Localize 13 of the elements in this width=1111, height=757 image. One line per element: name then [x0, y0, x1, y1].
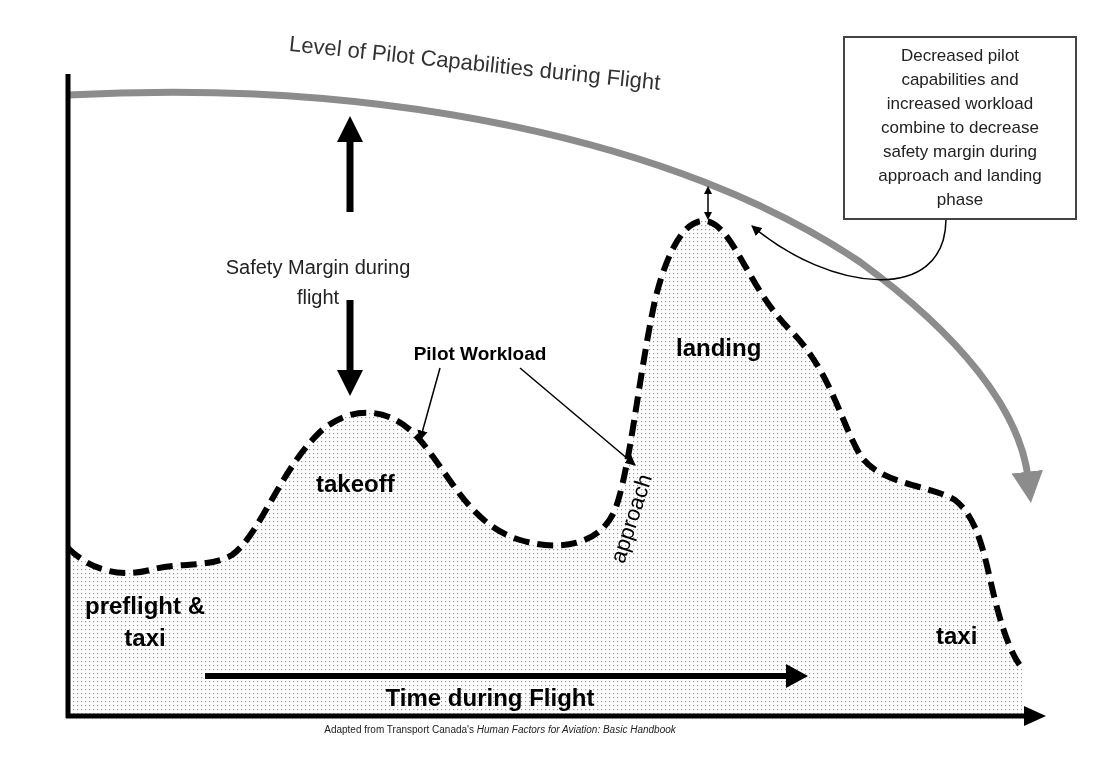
phase-label: preflight & taxi [84, 591, 206, 653]
callout-box: Decreased pilot capabilities and increased workload combine to decrease safety margin during approach and landing phase [843, 36, 1077, 220]
leader-line [417, 367, 441, 441]
margin-label: Safety Margin during flight [224, 255, 412, 310]
curve-label: Level of Pilot Capabilities during Flight [287, 30, 663, 97]
leader-line [519, 367, 636, 466]
phase-label: landing [676, 333, 763, 363]
phase-label: taxi [936, 621, 979, 651]
caption: Adapted from Transport Canada's Human Factors for Aviation: Basic Handbook [323, 723, 677, 737]
axis-label: Time during Flight [384, 683, 596, 713]
phase-label: takeoff [316, 469, 396, 499]
leader-line [751, 219, 947, 281]
workload-label: Pilot Workload [400, 340, 560, 368]
